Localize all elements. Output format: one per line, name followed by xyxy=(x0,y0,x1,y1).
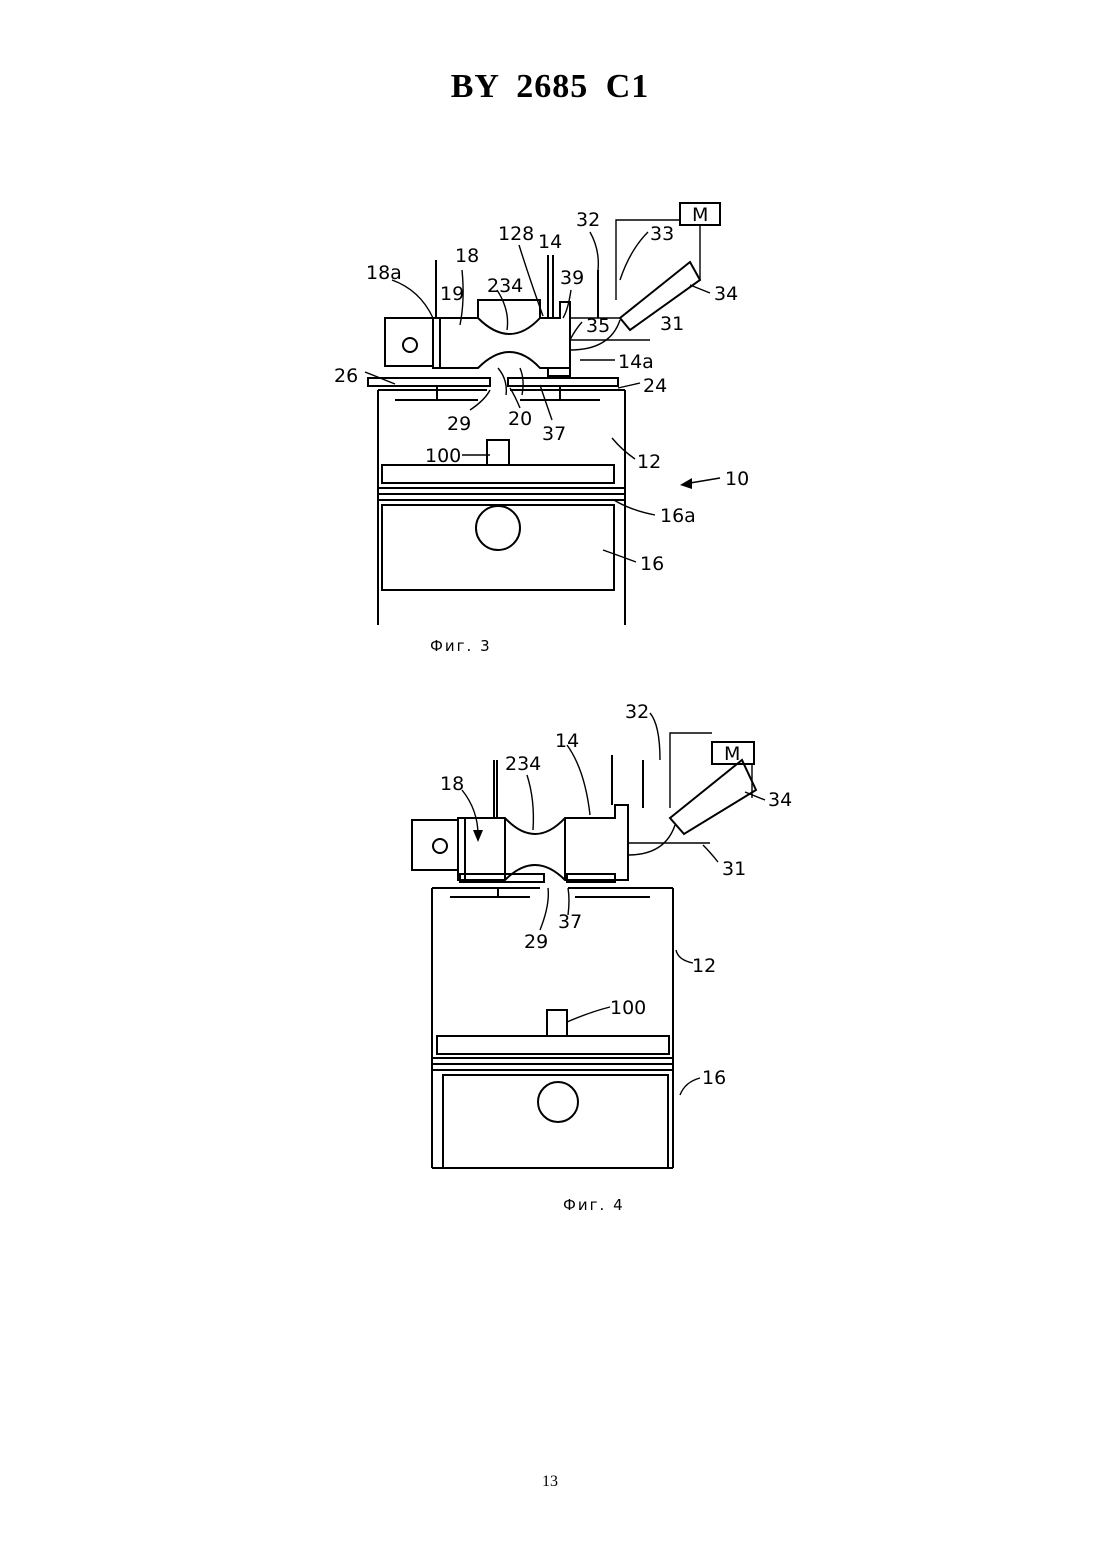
label-20: 20 xyxy=(508,408,532,430)
label-31: 31 xyxy=(722,858,746,880)
element-100 xyxy=(547,1010,567,1036)
label-37: 37 xyxy=(558,911,582,933)
label-34: 34 xyxy=(714,283,738,305)
label-32: 32 xyxy=(625,701,649,723)
piston-crown xyxy=(437,1036,669,1054)
label-24: 24 xyxy=(643,375,667,397)
label-19: 19 xyxy=(440,283,464,305)
label-M: M xyxy=(692,204,708,226)
injector-34 xyxy=(670,760,756,834)
figure-3-caption: Фиг. 3 xyxy=(430,637,492,655)
label-26: 26 xyxy=(334,365,358,387)
label-39: 39 xyxy=(560,267,584,289)
label-14: 14 xyxy=(555,730,579,752)
label-234: 234 xyxy=(487,275,523,297)
label-12: 12 xyxy=(692,955,716,977)
label-18: 18 xyxy=(455,245,479,267)
piston-pin xyxy=(476,506,520,550)
plate-26 xyxy=(368,378,490,386)
port-block xyxy=(548,368,570,376)
label-14: 14 xyxy=(538,231,562,253)
piston-crown xyxy=(382,465,614,483)
figure-4-caption: Фиг. 4 xyxy=(563,1196,625,1214)
arrow-10 xyxy=(690,478,720,483)
label-35: 35 xyxy=(586,315,610,337)
valve-top xyxy=(478,300,540,318)
label-10: 10 xyxy=(725,468,749,490)
piston-16 xyxy=(382,505,614,590)
label-14a: 14a xyxy=(618,351,654,373)
piston-pin xyxy=(538,1082,578,1122)
label-234: 234 xyxy=(505,753,541,775)
page-number: 13 xyxy=(0,1473,1100,1491)
label-31: 31 xyxy=(660,313,684,335)
label-32: 32 xyxy=(576,209,600,231)
label-100: 100 xyxy=(425,445,461,467)
rotary-valve-body xyxy=(458,805,628,880)
valve-end-block xyxy=(385,318,433,366)
valve-end-block xyxy=(412,820,458,870)
label-16a: 16a xyxy=(660,505,696,527)
label-128: 128 xyxy=(498,223,534,245)
label-16: 16 xyxy=(702,1067,726,1089)
figure-3-drawing: 18a 18 19 234 128 14 39 32 33 M 34 35 31… xyxy=(0,0,1100,660)
label-100: 100 xyxy=(610,997,646,1019)
label-37: 37 xyxy=(542,423,566,445)
label-M: M xyxy=(724,743,740,765)
label-29: 29 xyxy=(447,413,471,435)
label-18: 18 xyxy=(440,773,464,795)
label-29: 29 xyxy=(524,931,548,953)
element-100 xyxy=(487,440,509,465)
figure-4-drawing: 32 M 14 234 18 34 31 29 37 12 100 16 xyxy=(0,680,1100,1190)
label-33: 33 xyxy=(650,223,674,245)
rotary-valve-body xyxy=(433,302,570,368)
label-18a: 18a xyxy=(366,262,402,284)
label-16: 16 xyxy=(640,553,664,575)
label-12: 12 xyxy=(637,451,661,473)
plate-24 xyxy=(508,378,618,386)
label-34: 34 xyxy=(768,789,792,811)
